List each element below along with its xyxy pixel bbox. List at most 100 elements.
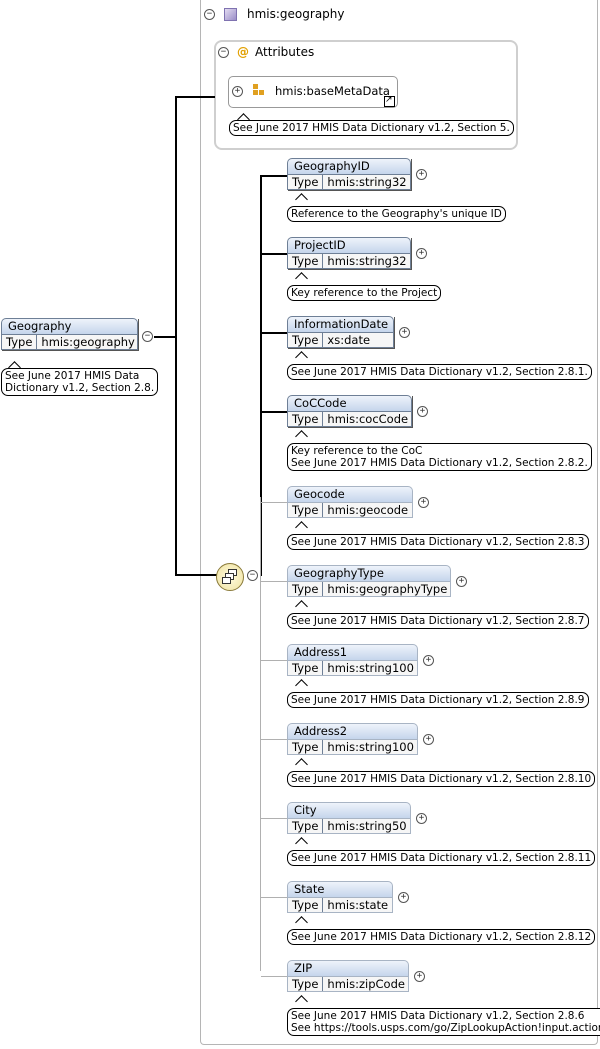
annotation-line: See June 2017 HMIS Data Dictionary v1.2,… bbox=[291, 773, 592, 785]
element-name: Geography bbox=[1, 318, 138, 334]
expand-icon[interactable]: + bbox=[416, 248, 427, 259]
connector-line bbox=[261, 253, 287, 255]
connector-line bbox=[261, 818, 287, 819]
complex-type-frame bbox=[200, 0, 598, 1045]
element-annotation: See June 2017 HMIS Data Dictionary v1.2,… bbox=[287, 534, 589, 550]
attributes-collapse-icon[interactable]: − bbox=[218, 47, 229, 58]
type-value: hmis:geography bbox=[41, 335, 135, 349]
annotation-line: See June 2017 HMIS Data Dictionary v1.2,… bbox=[291, 366, 588, 378]
expand-icon[interactable]: + bbox=[399, 327, 410, 338]
element-annotation: See June 2017 HMIS Data Dictionary v1.2,… bbox=[287, 929, 596, 945]
link-arrow-icon[interactable] bbox=[384, 94, 395, 107]
element-geography[interactable]: Geography Type hmis:geography bbox=[1, 318, 138, 350]
connector-line bbox=[260, 497, 261, 971]
element-name: Geocode bbox=[287, 486, 413, 502]
expand-icon[interactable]: + bbox=[423, 655, 434, 666]
type-key: Type bbox=[288, 898, 324, 912]
type-value: hmis:geographyType bbox=[327, 582, 448, 596]
connector-line bbox=[175, 574, 217, 576]
expand-icon[interactable]: + bbox=[418, 497, 429, 508]
type-key: Type bbox=[288, 333, 324, 347]
annotation-line: See June 2017 HMIS Data Dictionary v1.2,… bbox=[291, 852, 592, 864]
annotation-line: See June 2017 HMIS Data Dictionary v1.2,… bbox=[291, 536, 585, 548]
type-value: hmis:cocCode bbox=[327, 412, 409, 426]
type-value: hmis:string32 bbox=[327, 175, 407, 189]
element-name: Address1 bbox=[287, 644, 418, 660]
annotation-line: See June 2017 HMIS Data Dictionary v1.2,… bbox=[291, 457, 588, 469]
annotation-line: Key reference to the Project bbox=[291, 287, 438, 299]
expand-icon[interactable]: + bbox=[456, 576, 467, 587]
element-annotation: See June 2017 HMIS Data Dictionary v1.2,… bbox=[287, 1008, 600, 1036]
element-annotation: See June 2017 HMIS Data Dictionary v1.2,… bbox=[287, 850, 596, 866]
element-annotation: Reference to the Geography's unique ID bbox=[287, 206, 506, 222]
expand-icon[interactable]: + bbox=[414, 971, 425, 982]
connector-line bbox=[175, 96, 215, 98]
element-name: City bbox=[287, 802, 411, 818]
connector-line bbox=[261, 976, 287, 977]
type-key: Type bbox=[2, 335, 38, 349]
annotation-line: Reference to the Geography's unique ID bbox=[291, 208, 502, 220]
element-name: Address2 bbox=[287, 723, 418, 739]
attribute-group-annotation: See June 2017 HMIS Data Dictionary v1.2,… bbox=[229, 120, 514, 136]
connector-line bbox=[154, 336, 176, 338]
type-key: Type bbox=[288, 977, 324, 991]
expand-icon[interactable]: + bbox=[398, 892, 409, 903]
connector-line bbox=[261, 739, 287, 740]
type-value: hmis:string100 bbox=[327, 740, 414, 754]
expand-icon[interactable]: + bbox=[423, 734, 434, 745]
element-annotation: See June 2017 HMIS Data Dictionary v1.2,… bbox=[287, 692, 589, 708]
element-name: ZIP bbox=[287, 960, 409, 976]
element-name: GeographyID bbox=[287, 158, 411, 174]
expand-icon[interactable]: + bbox=[416, 813, 427, 824]
type-key: Type bbox=[288, 582, 324, 596]
type-key: Type bbox=[288, 175, 324, 189]
sequence-compositor-icon[interactable] bbox=[216, 563, 244, 591]
type-key: Type bbox=[288, 740, 324, 754]
expand-icon[interactable]: + bbox=[416, 169, 427, 180]
type-value: hmis:string100 bbox=[327, 661, 414, 675]
connector-line bbox=[261, 660, 287, 661]
type-key: Type bbox=[288, 412, 324, 426]
connector-line bbox=[261, 502, 287, 503]
attribute-group-icon bbox=[253, 84, 265, 96]
collapse-toggle-icon[interactable]: − bbox=[204, 9, 215, 20]
complex-type-icon bbox=[224, 8, 237, 21]
connector-line bbox=[261, 411, 287, 413]
type-value: hmis:state bbox=[327, 898, 389, 912]
geography-collapse-icon[interactable]: − bbox=[142, 331, 153, 342]
element-name: State bbox=[287, 881, 393, 897]
complex-type-title: hmis:geography bbox=[247, 7, 345, 21]
annotation-line: Key reference to the CoC bbox=[291, 445, 423, 457]
type-key: Type bbox=[288, 254, 324, 268]
attribute-group-name: hmis:baseMetaData bbox=[275, 84, 390, 98]
expand-icon[interactable]: + bbox=[417, 406, 428, 417]
connector-line bbox=[261, 175, 287, 177]
sequence-collapse-icon[interactable]: − bbox=[247, 570, 258, 581]
type-key: Type bbox=[288, 819, 324, 833]
type-value: hmis:geocode bbox=[327, 503, 409, 517]
connector-line bbox=[260, 175, 262, 177]
annotation-line: See June 2017 HMIS Data Dictionary v1.2,… bbox=[291, 694, 585, 706]
type-value: hmis:string50 bbox=[327, 819, 407, 833]
element-name: ProjectID bbox=[287, 237, 411, 253]
geography-annotation: See June 2017 HMIS Data Dictionary v1.2,… bbox=[1, 368, 159, 396]
attribute-group-expand-icon[interactable]: + bbox=[232, 86, 243, 97]
